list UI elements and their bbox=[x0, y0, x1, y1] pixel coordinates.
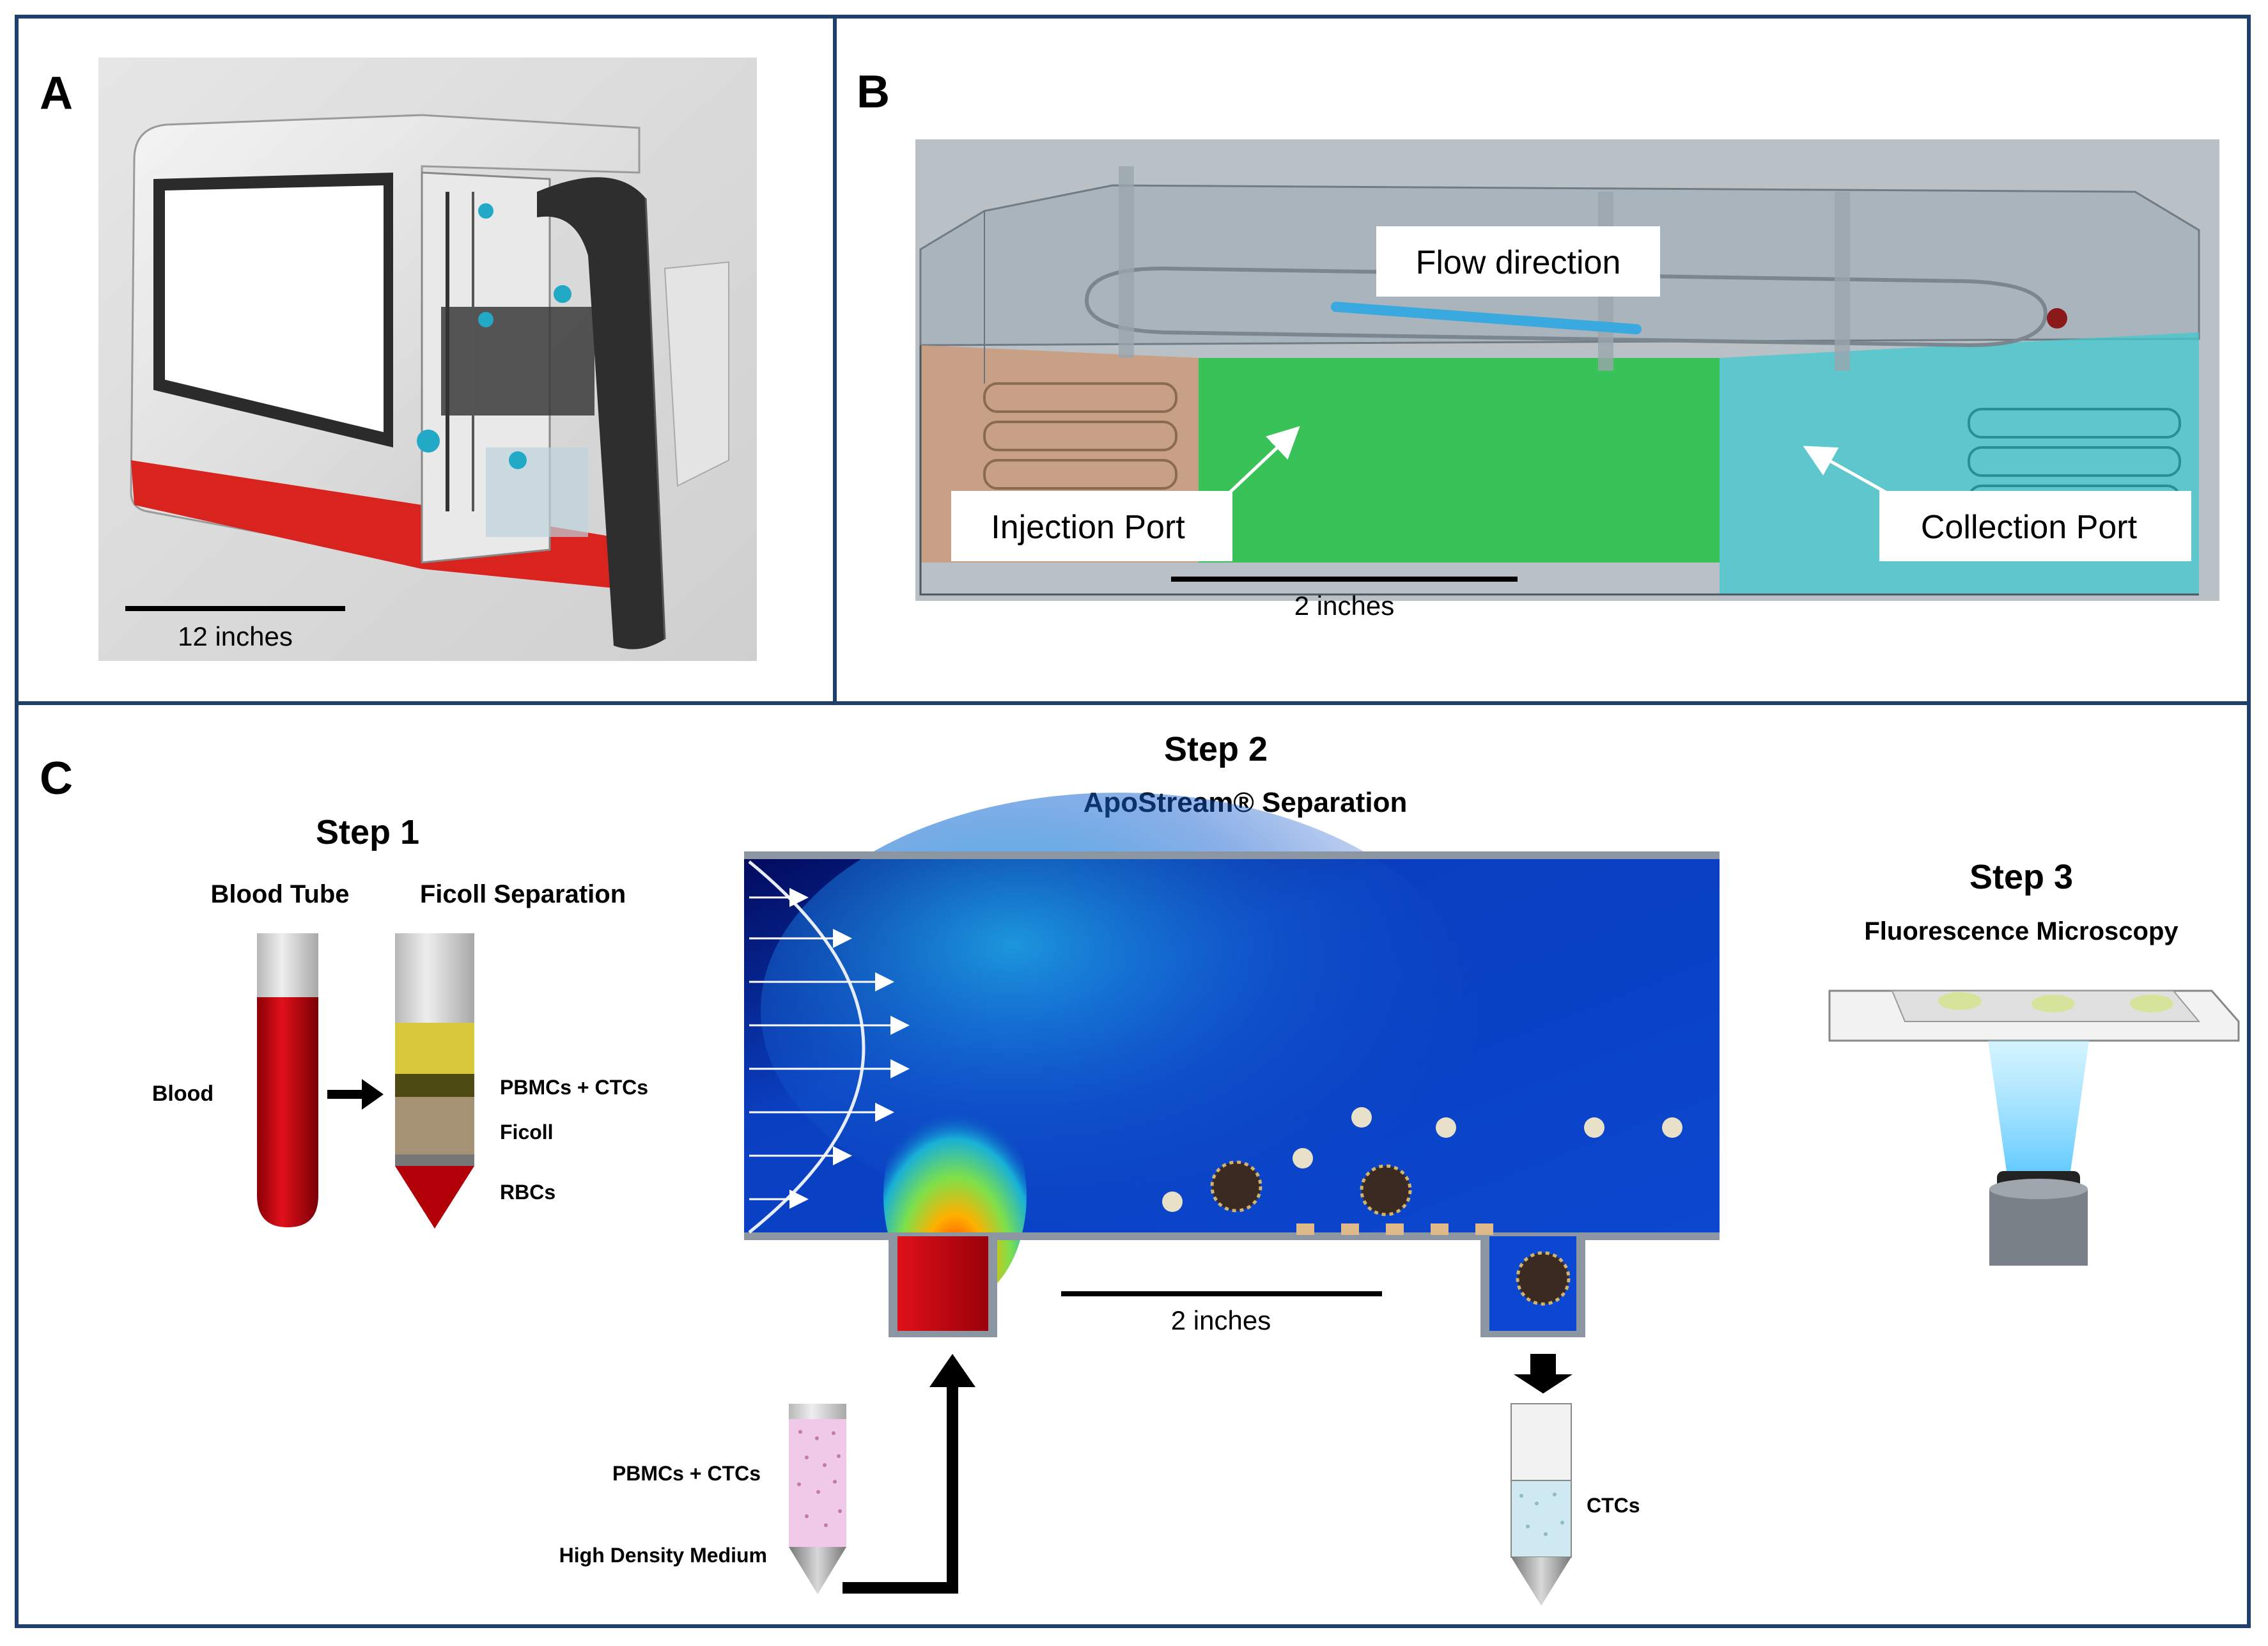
output-ctc-tube bbox=[1511, 1403, 1572, 1606]
separation-channel bbox=[744, 793, 1720, 1304]
flow-direction-arrow bbox=[1331, 302, 1642, 334]
ficoll-separation-label: Ficoll Separation bbox=[420, 880, 626, 908]
injection-port-callout bbox=[951, 491, 1232, 561]
panel-a-letter: A bbox=[40, 68, 73, 119]
inlet-port bbox=[889, 1236, 997, 1337]
step1-title: Step 1 bbox=[316, 813, 419, 851]
velocity-profile bbox=[748, 860, 910, 1234]
panel-c-frame bbox=[15, 701, 2251, 1628]
output-ctc-label: CTCs bbox=[1587, 1494, 1640, 1517]
injection-port-label: Injection Port bbox=[991, 509, 1185, 546]
collection-port-callout bbox=[1879, 491, 2191, 561]
microscope-slide-render bbox=[1828, 990, 2240, 1266]
step3-title: Step 3 bbox=[1969, 858, 2073, 896]
blood-tube-label: Blood Tube bbox=[211, 880, 350, 908]
input-sample-label: PBMCs + CTCs bbox=[612, 1462, 761, 1485]
inlet-arrow bbox=[843, 1354, 975, 1594]
collection-port-label: Collection Port bbox=[1921, 509, 2138, 546]
panel-a-scale-label: 12 inches bbox=[178, 621, 293, 651]
panel-b-scale-label: 2 inches bbox=[1294, 591, 1394, 621]
flow-direction-label: Flow direction bbox=[1416, 244, 1621, 281]
panel-b-letter: B bbox=[857, 66, 890, 118]
cells-in-channel bbox=[1162, 1107, 1682, 1235]
outlet-arrow bbox=[1514, 1354, 1573, 1394]
panel-c-letter: C bbox=[40, 753, 73, 804]
input-sample-tube bbox=[789, 1404, 846, 1594]
blood-tube bbox=[257, 933, 318, 1227]
flow-direction-callout bbox=[1376, 226, 1660, 297]
step3-subtitle: Fluorescence Microscopy bbox=[1864, 917, 2179, 945]
step2-title: Step 2 bbox=[1164, 730, 1268, 768]
step1-arrow bbox=[327, 1079, 384, 1110]
step2-scale-label: 2 inches bbox=[1171, 1305, 1271, 1335]
ficoll-tube bbox=[395, 933, 474, 1229]
blood-label: Blood bbox=[152, 1082, 214, 1106]
injection-pointer-arrow bbox=[1227, 426, 1300, 495]
ficoll-layer-label: Ficoll bbox=[500, 1121, 554, 1144]
pbmcs-layer-label: PBMCs + CTCs bbox=[500, 1076, 648, 1099]
rbcs-layer-label: RBCs bbox=[500, 1181, 555, 1204]
medium-label: High Density Medium bbox=[559, 1544, 767, 1567]
outlet-port bbox=[1480, 1236, 1585, 1337]
instrument-render bbox=[98, 58, 757, 661]
collection-pointer-arrow bbox=[1803, 446, 1887, 494]
